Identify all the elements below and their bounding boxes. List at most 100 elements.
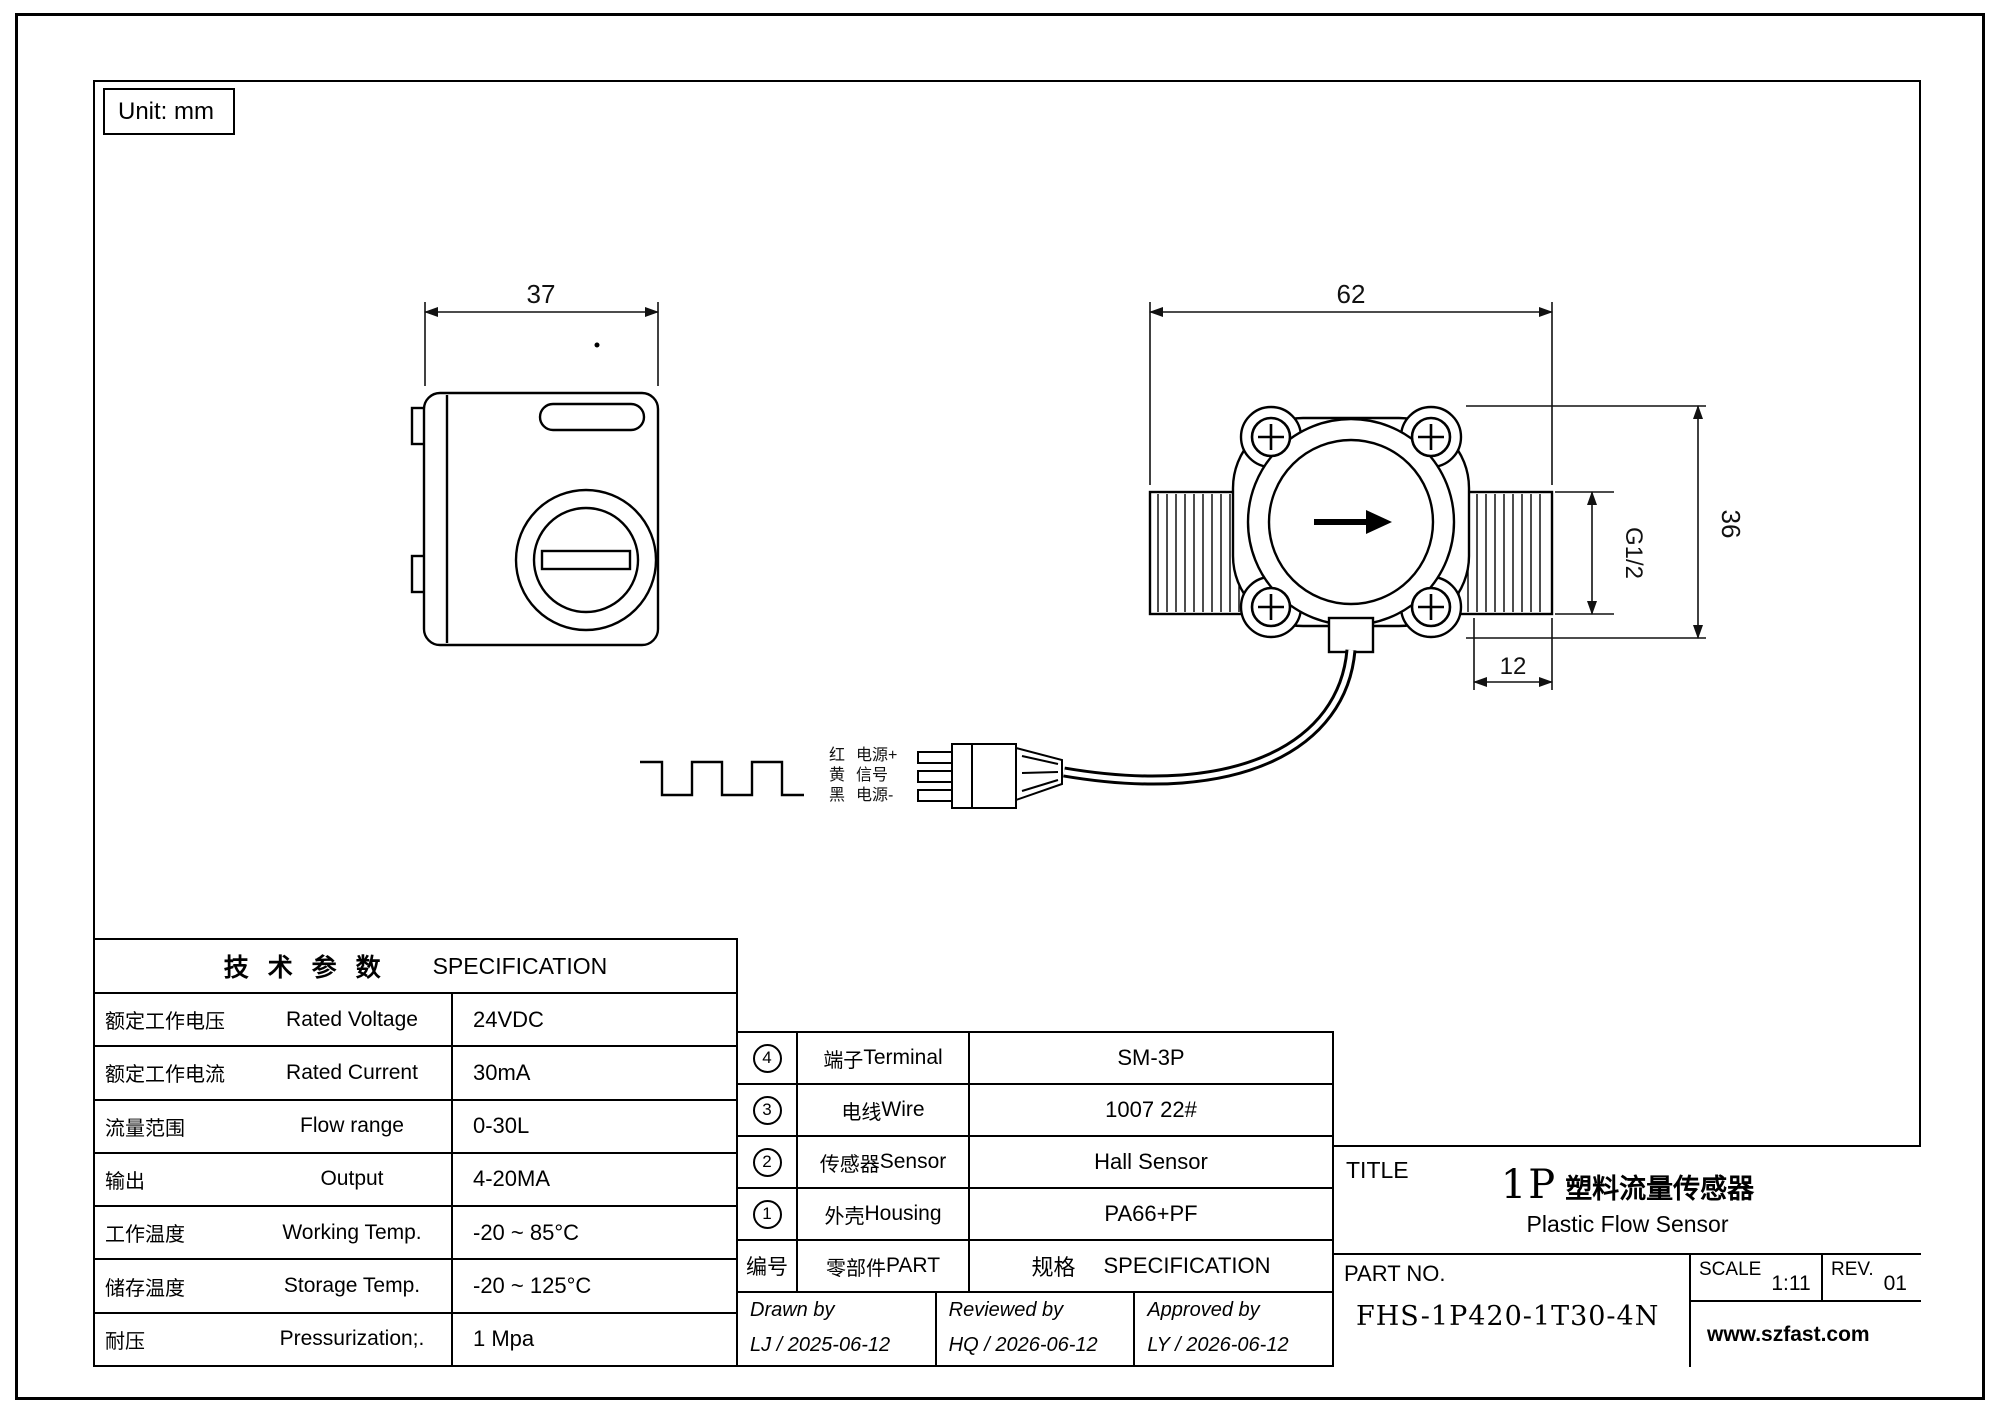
specification-table: 技 术 参 数 SPECIFICATION 额定工作电压 Rated Volta… (93, 938, 738, 1367)
spec-label-en: Pressurization;. (279, 1327, 425, 1351)
part-name-cn: 外壳 (824, 1205, 865, 1228)
sheet-outer-border (15, 13, 1985, 1400)
title-row: TITLE 1P 塑料流量传感器 Plastic Flow Sensor (1334, 1147, 1921, 1255)
parts-row-terminal: 4 端子 Terminal SM-3P (738, 1033, 1332, 1085)
part-number-badge: 1 (752, 1199, 782, 1229)
spec-label-cn: 输出 (105, 1170, 145, 1193)
spec-label-en: Output (320, 1167, 384, 1191)
part-name-cn: 端子 (823, 1049, 864, 1072)
wire-labels: 红 黄 黑 电源+ 信号 电源- (829, 746, 897, 804)
parts-header-spec-en: SPECIFICATION (1103, 1253, 1271, 1278)
connector-plug (917, 743, 1063, 809)
reviewed-by-cell: Reviewed by HQ / 2026-06-12 (937, 1293, 1136, 1365)
spec-label: 输出 Output (95, 1153, 453, 1206)
part-number-badge: 2 (752, 1147, 782, 1177)
scale-rev-website: SCALE 1:11 REV. 01 www.szfast.com (1691, 1255, 1921, 1367)
pulse-waveform (640, 760, 804, 797)
spec-label: 流量范围 Flow range (95, 1100, 453, 1152)
scale-value: 1:11 (1771, 1272, 1811, 1295)
rev-label: REV. (1831, 1259, 1874, 1280)
part-number-cell: 3 (738, 1085, 798, 1135)
spec-row-output: 输出 Output 4-20MA (95, 1153, 736, 1208)
drawn-by-cell: Drawn by LJ / 2025-06-12 (738, 1293, 937, 1365)
parts-header-no: 编号 (738, 1241, 798, 1291)
spec-label-cn: 工作温度 (105, 1224, 185, 1247)
spec-row-working-temp: 工作温度 Working Temp. -20 ~ 85°C (95, 1207, 736, 1261)
part-no-cell: PART NO. FHS-1P420-1T30-4N (1334, 1255, 1691, 1367)
rev-value: 01 (1883, 1272, 1907, 1295)
parts-header-row: 编号 零部件 PART 规格 SPECIFICATION (738, 1241, 1332, 1291)
spec-value: -20 ~ 85°C (473, 1219, 580, 1245)
signoff-strip: Drawn by LJ / 2025-06-12 Reviewed by HQ … (736, 1291, 1334, 1367)
part-name-en: Wire (881, 1098, 925, 1121)
spec-label: 工作温度 Working Temp. (95, 1207, 453, 1259)
spec-value: 30mA (473, 1059, 531, 1085)
spec-label-en: Rated Current (286, 1060, 418, 1084)
approved-by-value: LY / 2026-06-12 (1147, 1334, 1289, 1356)
spec-table-header: 技 术 参 数 SPECIFICATION (95, 940, 736, 994)
thread-spec-dimension (1555, 491, 1614, 615)
reviewed-by-value: HQ / 2026-06-12 (948, 1334, 1098, 1356)
part-number-cell: 2 (738, 1137, 798, 1187)
title-block-bottom: PART NO. FHS-1P420-1T30-4N SCALE 1:11 RE… (1334, 1255, 1921, 1367)
spec-value: 4-20MA (473, 1166, 551, 1192)
title-label: TITLE (1346, 1157, 1409, 1183)
spec-row-pressurization: 耐压 Pressurization;. 1 Mpa (95, 1313, 736, 1365)
spec-row-flow-range: 流量范围 Flow range 0-30L (95, 1100, 736, 1154)
spec-label-cn: 耐压 (105, 1330, 145, 1353)
parts-header-part-en: PART (885, 1254, 941, 1277)
part-no-label: PART NO. (1344, 1261, 1446, 1286)
parts-header-spec-cn: 规格 (1031, 1255, 1076, 1280)
part-number-badge: 3 (752, 1095, 782, 1125)
part-number-cell: 4 (738, 1033, 798, 1083)
part-spec-cell: Hall Sensor (1094, 1149, 1208, 1174)
thread-length-dimension (1473, 618, 1553, 690)
product-title-en: Plastic Flow Sensor (1526, 1211, 1729, 1237)
wire-red-label: 红 (829, 746, 845, 764)
spec-label-en: Rated Voltage (286, 1007, 418, 1031)
spec-label: 耐压 Pressurization;. (95, 1313, 453, 1365)
product-title-cn: 1P 塑料流量传感器 (1501, 1162, 1754, 1208)
spec-label-en: Working Temp. (282, 1220, 422, 1244)
parts-row-wire: 3 电线 Wire 1007 22# (738, 1085, 1332, 1137)
part-number-cell: 1 (738, 1189, 798, 1239)
dim-front-height-label: 36 (1716, 510, 1746, 539)
approved-by-cell: Approved by LY / 2026-06-12 (1135, 1293, 1332, 1365)
spec-row-rated-current: 额定工作电流 Rated Current 30mA (95, 1047, 736, 1101)
part-spec-cell: 1007 22# (1105, 1097, 1197, 1122)
parts-row-housing: 1 外壳 Housing PA66+PF (738, 1189, 1332, 1241)
thread-spec-label: G1/2 (1620, 527, 1647, 579)
drawn-by-label: Drawn by (750, 1299, 835, 1321)
parts-header-part: 零部件 PART (798, 1241, 970, 1291)
dim-thread-length-label: 12 (1500, 653, 1527, 680)
front-view-height-dimension (1466, 405, 1706, 639)
spec-label: 储存温度 Storage Temp. (95, 1260, 453, 1312)
spec-value: 24VDC (473, 1006, 544, 1032)
spec-value: -20 ~ 125°C (473, 1273, 592, 1299)
sensor-cable (1063, 649, 1357, 786)
unit-label: Unit: mm (118, 97, 214, 125)
parts-table: 4 端子 Terminal SM-3P 3 电线 Wire 1007 22# 2… (736, 1031, 1334, 1293)
spec-label-cn: 储存温度 (105, 1277, 185, 1300)
product-prefix: 1P (1500, 1162, 1558, 1208)
website-text: www.szfast.com (1707, 1322, 1870, 1346)
drawn-by-value: LJ / 2025-06-12 (750, 1334, 891, 1356)
spec-label-cn: 额定工作电压 (105, 1011, 225, 1034)
spec-label-en: Flow range (300, 1114, 404, 1138)
unit-label-box: Unit: mm (103, 88, 235, 135)
part-number-badge: 4 (752, 1043, 782, 1073)
part-name-cell: 外壳 Housing (798, 1189, 970, 1239)
screw-icon (1250, 416, 1452, 628)
spec-label: 额定工作电压 Rated Voltage (95, 994, 453, 1046)
parts-header-spec: 规格 SPECIFICATION (970, 1241, 1332, 1291)
wire-signal-label: 信号 (856, 766, 888, 784)
spec-label-cn: 流量范围 (105, 1117, 185, 1140)
parts-row-sensor: 2 传感器 Sensor Hall Sensor (738, 1137, 1332, 1189)
scale-rev-row: SCALE 1:11 REV. 01 (1691, 1255, 1921, 1302)
front-view-width-dimension (1149, 302, 1553, 485)
front-view-drawing (1148, 405, 1554, 654)
spec-label-cn: 额定工作电流 (105, 1064, 225, 1087)
part-name-en: Sensor (879, 1150, 947, 1173)
